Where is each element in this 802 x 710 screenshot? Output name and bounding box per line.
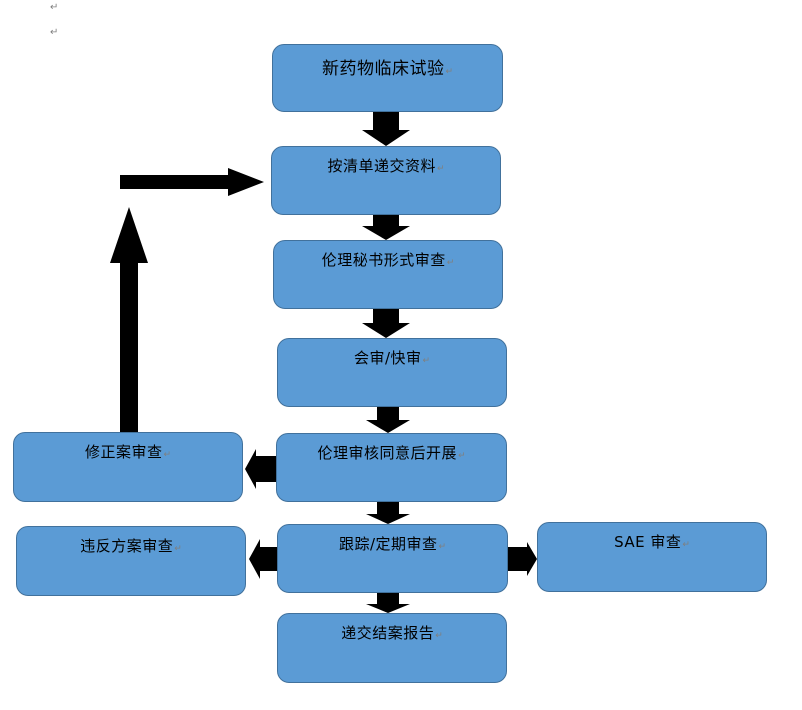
step-label: 按清单递交资料 bbox=[327, 157, 436, 175]
arrow-down-6 bbox=[366, 593, 410, 613]
step-label: 修正案审查 bbox=[84, 443, 163, 461]
paragraph-mark: ↵ bbox=[446, 258, 455, 268]
arrow-up-return bbox=[110, 207, 148, 432]
paragraph-mark: ↵ bbox=[50, 2, 59, 13]
paragraph-mark: ↵ bbox=[422, 356, 431, 366]
paragraph-mark: ↵ bbox=[50, 27, 59, 38]
arrow-right-sae bbox=[508, 542, 537, 576]
paragraph-mark: ↵ bbox=[457, 451, 466, 461]
step-meeting-fast-review[interactable]: 会审/快审↵ bbox=[277, 338, 507, 407]
step-secretary-formal-review[interactable]: 伦理秘书形式审查↵ bbox=[273, 240, 503, 309]
step-label: SAE 审查 bbox=[614, 533, 682, 551]
step-label: 递交结案报告 bbox=[341, 624, 435, 642]
step-label: 违反方案审查 bbox=[80, 537, 174, 555]
paragraph-mark: ↵ bbox=[435, 631, 443, 641]
step-label: 跟踪/定期审查 bbox=[338, 535, 438, 553]
arrow-down-5 bbox=[366, 502, 410, 524]
arrow-left-violation bbox=[249, 539, 278, 579]
step-tracking-periodic-review[interactable]: 跟踪/定期审查↵ bbox=[277, 524, 508, 593]
paragraph-mark: ↵ bbox=[445, 67, 454, 77]
arrow-down-1 bbox=[362, 112, 410, 146]
paragraph-mark: ↵ bbox=[682, 540, 690, 550]
step-protocol-violation-review[interactable]: 违反方案审查↵ bbox=[16, 526, 246, 596]
step-label: 伦理秘书形式审查 bbox=[321, 251, 446, 269]
step-label: 新药物临床试验 bbox=[321, 59, 445, 79]
arrow-left-amendment bbox=[245, 449, 276, 489]
paragraph-mark: ↵ bbox=[174, 544, 182, 554]
arrow-down-2 bbox=[362, 215, 410, 240]
step-new-drug-trial[interactable]: 新药物临床试验↵ bbox=[272, 44, 503, 112]
step-submit-materials[interactable]: 按清单递交资料↵ bbox=[271, 146, 501, 215]
arrow-down-4 bbox=[366, 407, 410, 433]
arrow-down-3 bbox=[362, 309, 410, 338]
step-approved-start[interactable]: 伦理审核同意后开展↵ bbox=[276, 433, 507, 502]
paragraph-mark: ↵ bbox=[436, 164, 445, 174]
step-submit-closing-report[interactable]: 递交结案报告↵ bbox=[277, 613, 507, 683]
step-label: 会审/快审 bbox=[353, 349, 422, 367]
step-label: 伦理审核同意后开展 bbox=[317, 444, 457, 462]
paragraph-mark: ↵ bbox=[438, 542, 447, 552]
paragraph-mark: ↵ bbox=[163, 450, 172, 460]
step-amendment-review[interactable]: 修正案审查↵ bbox=[13, 432, 243, 502]
step-sae-review[interactable]: SAE 审查↵ bbox=[537, 522, 767, 592]
arrow-right-return bbox=[120, 168, 264, 196]
